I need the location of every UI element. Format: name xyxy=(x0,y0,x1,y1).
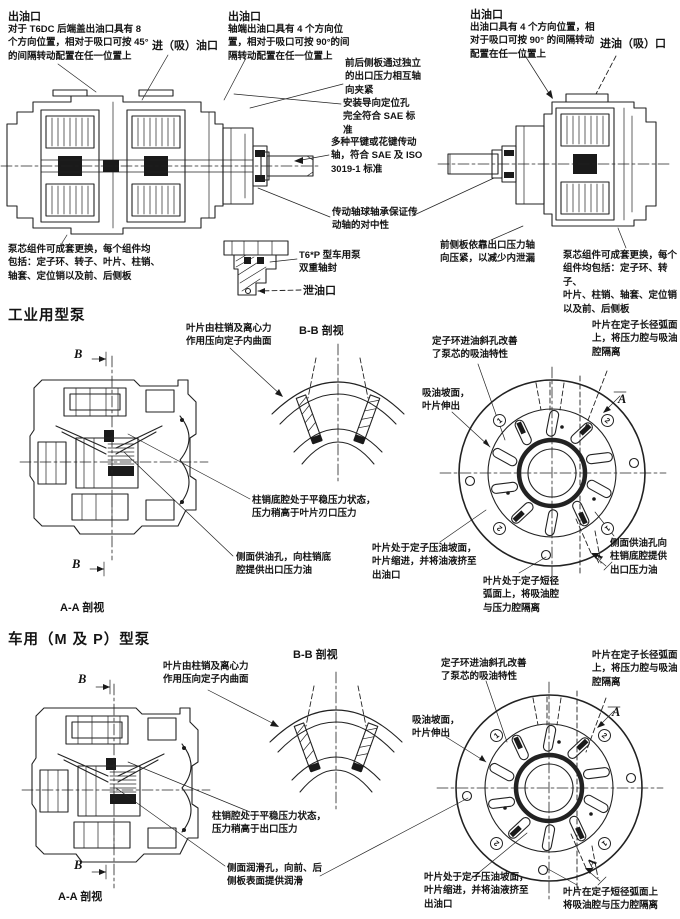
seal-note: T6*P 型车用泵 双重轴封 xyxy=(299,250,361,275)
drain-port-label: 泄油口 xyxy=(303,285,336,297)
outlet-mid-note: 轴端出油口具有 4 个方向位 置，相对于吸口可按 90°的间 隔转动配置在任一位… xyxy=(228,24,350,62)
veh-vane-force-note: 叶片由柱销及离心力 作用压向定子内曲面 xyxy=(163,661,249,686)
ind-pin-chamber-note: 柱销底腔处于平稳压力状态， 压力稍高于叶片刃口压力 xyxy=(252,495,376,520)
bearing-note: 传动轴球轴承保证传 动轴的对中性 xyxy=(332,207,418,232)
veh-long-arc-note: 叶片在定子长径弧面 上，将压力腔与吸油 腔隔离 xyxy=(592,650,678,688)
ind-long-arc-note: 叶片在定子长径弧面 上，将压力腔与吸油 腔隔离 xyxy=(592,320,678,358)
veh-section-marker-b-top: B xyxy=(78,672,87,686)
ind-suction-ramp-note: 吸油坡面， 叶片伸出 xyxy=(422,388,470,413)
pilot-holes-note: 安装导向定位孔 完全符合 SAE 标 准 xyxy=(343,98,416,136)
veh-section-marker-a-top: A xyxy=(612,705,621,719)
veh-bb-view-label: B-B 剖视 xyxy=(293,649,338,661)
ind-short-arc-note: 叶片处于定子短径 弧面上，将吸油腔 与压力腔隔离 xyxy=(483,576,560,614)
ind-section-marker-b-bottom: B xyxy=(72,557,81,571)
outlet-right-note: 出油口具有 4 个方向位置，相 对于吸口可按 90° 的间隔转动 配置在任一位置… xyxy=(470,22,595,60)
outlet-right-title: 出油口 xyxy=(470,9,503,21)
shaft-seal-detail-drawing xyxy=(223,240,289,296)
inlet-left-label: 进（吸）油口 xyxy=(152,40,218,52)
veh-aa-view-label: A-A 剖视 xyxy=(58,891,103,903)
ind-slant-holes-note: 定子环进油斜孔改善 了泵芯的吸油特性 xyxy=(432,336,518,361)
ind-side-supply-note: 侧面供油孔，向柱销底 腔提供出口压力油 xyxy=(236,552,332,577)
cartridge-right-note: 泵芯组件可成套更换，每个 组件均包括：定子环、转子、 叶片、柱销、轴套、定位销 … xyxy=(563,250,678,315)
front-plate-note: 前侧板依靠出口压力轴 向压紧，以减少内泄漏 xyxy=(440,240,536,265)
industrial-heading: 工业用型泵 xyxy=(8,308,86,324)
ind-vane-force-note: 叶片由柱销及离心力 作用压向定子内曲面 xyxy=(186,323,272,348)
outlet-left-title: 出油口 xyxy=(8,11,41,23)
veh-section-marker-b-bottom: B xyxy=(74,858,83,872)
veh-slant-holes-note: 定子环进油斜孔改善 了泵芯的吸油特性 xyxy=(441,658,527,683)
cartridge-left-note: 泵芯组件可成套更换，每个组件均 包括：定子环、转子、叶片、柱销、 轴套、定位销以… xyxy=(8,244,161,282)
veh-suction-ramp-note: 吸油坡面， 叶片伸出 xyxy=(412,715,460,740)
double-pump-section-drawing xyxy=(0,89,322,235)
veh-side-lube-note: 侧面润滑孔，向前、后 侧板表面提供润滑 xyxy=(227,863,323,888)
shaft-keys-note: 多种平键或花键传动 轴，符合 SAE 及 ISO 3019-1 标准 xyxy=(331,137,423,175)
inlet-right-label: 进油（吸）口 xyxy=(600,38,666,50)
ind-pressure-ramp-note: 叶片处于定子压油坡面， 叶片缩进，并将油液挤至 出油口 xyxy=(372,543,477,581)
vehicle-leader-lines xyxy=(91,679,621,886)
ind-bb-view-label: B-B 剖视 xyxy=(299,325,344,337)
industrial-leader-lines xyxy=(89,347,627,577)
ind-section-marker-a-top: A xyxy=(618,392,627,406)
veh-short-arc-note: 叶片在定子短径弧面上 将吸油腔与压力腔隔离 xyxy=(563,887,659,912)
veh-pressure-ramp-note: 叶片处于定子压油坡面， 叶片缩进，并将油液挤至 出油口 xyxy=(424,872,529,910)
veh-pin-chamber-note: 柱销腔处于平稳压力状态， 压力稍高于出口压力 xyxy=(212,811,327,836)
ind-side-supply-right-note: 侧面供油孔向 柱销底腔提供 出口压力油 xyxy=(610,538,668,576)
ind-aa-view-label: A-A 剖视 xyxy=(60,602,105,614)
vehicle-heading: 车用（M 及 P）型泵 xyxy=(8,632,151,648)
ind-section-marker-b-top: B xyxy=(74,347,83,361)
outlet-mid-title: 出油口 xyxy=(228,11,261,23)
top-leader-lines xyxy=(57,53,627,292)
single-pump-section-drawing xyxy=(437,93,671,227)
side-plates-note: 前后侧板通过独立 的出口压力相互轴 向夹紧 xyxy=(345,58,422,96)
outlet-left-note: 对于 T6DC 后端盖出油口具有 8 个方向位置，相对于吸口可按 45° 的间隔… xyxy=(8,24,149,62)
